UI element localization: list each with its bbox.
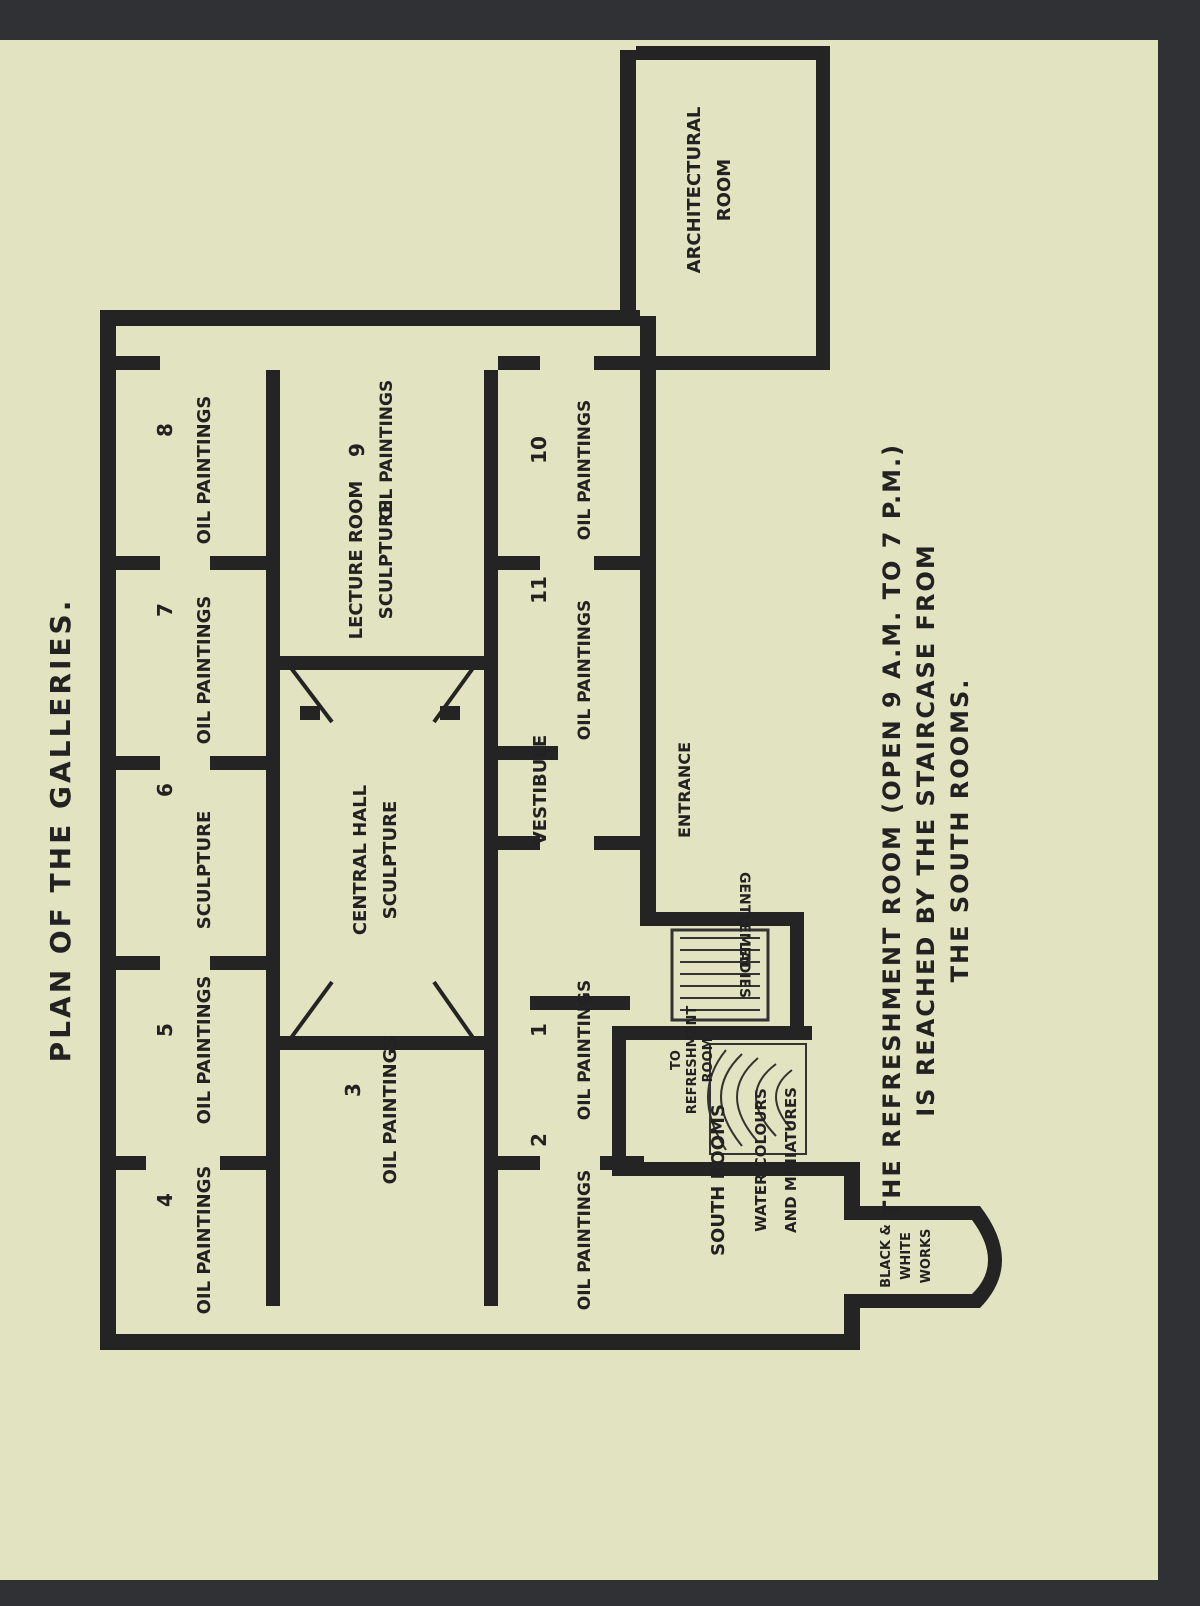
- room-2-label: OIL PAINTINGS: [575, 1170, 595, 1310]
- paper-sheet: [0, 40, 1158, 1580]
- pier: [594, 836, 640, 850]
- plan-labels: PLAN OF THE GALLERIES. OIL PAINTINGS OIL…: [44, 107, 974, 1315]
- pier: [498, 746, 558, 760]
- pier: [300, 706, 320, 720]
- lecture-room-sub: SCULPTURE: [376, 501, 397, 620]
- pier: [116, 956, 160, 970]
- wall-arch-west: [620, 50, 636, 320]
- wall-bw-north: [844, 1206, 968, 1220]
- pier: [498, 836, 540, 850]
- pier: [116, 556, 160, 570]
- room-6-label: SCULPTURE: [194, 811, 215, 930]
- wall-south: [100, 1334, 860, 1350]
- lecture-room-label: LECTURE ROOM: [346, 481, 367, 640]
- miniatures-label: AND MINIATURES: [782, 1087, 800, 1233]
- room-4-label: OIL PAINTINGS: [194, 1166, 215, 1315]
- floor-plan: [100, 46, 1002, 1350]
- wall-arch-east: [816, 46, 830, 356]
- wall-sw-b: [844, 1176, 860, 1206]
- pier: [220, 1156, 266, 1170]
- pier: [594, 356, 640, 370]
- pier: [530, 996, 630, 1010]
- to-refreshment-1: TO: [669, 1050, 684, 1070]
- ladies-label: LADIES: [736, 942, 752, 998]
- wall-hall-south: [280, 1036, 484, 1050]
- room-4-number: 4: [153, 1193, 177, 1207]
- room-6-number: 6: [153, 783, 177, 797]
- wall-sw-a: [844, 1308, 860, 1350]
- brace: [432, 662, 478, 724]
- room-7-number: 7: [153, 603, 177, 617]
- pier: [498, 556, 540, 570]
- room-5-number: 5: [153, 1023, 177, 1037]
- pier: [498, 1156, 540, 1170]
- room-5-label: OIL PAINTINGS: [194, 976, 215, 1125]
- wall-inner-east: [484, 370, 498, 1306]
- architectural-label-1: ARCHITECTURAL: [684, 107, 705, 274]
- wall-ladies-north: [640, 912, 804, 926]
- black-white-3: WORKS: [919, 1229, 934, 1284]
- wall-inner-west: [266, 370, 280, 1306]
- pier: [498, 356, 540, 370]
- pier: [210, 756, 266, 770]
- brace: [286, 662, 334, 724]
- room-8-label: OIL PAINTINGS: [194, 396, 215, 545]
- wall-hall-north: [280, 656, 484, 670]
- brace: [286, 980, 334, 1044]
- brace: [432, 980, 478, 1044]
- room-10-number: 10: [527, 436, 551, 464]
- wall-stair-north: [612, 1026, 812, 1040]
- ladies-label-b: GENTLEMEN: [736, 872, 752, 968]
- central-hall-sub: SCULPTURE: [380, 801, 401, 920]
- to-refreshment-3: ROOM: [701, 1037, 716, 1082]
- room-3-number: 3: [341, 1083, 365, 1097]
- vestibule-label: VESTIBULE: [530, 735, 551, 845]
- wall-stair-south: [612, 1162, 860, 1176]
- south-rooms-label: SOUTH ROOMS: [708, 1104, 729, 1256]
- wall-stair-west: [612, 1036, 626, 1176]
- room-7-label: OIL PAINTINGS: [194, 596, 215, 745]
- pier: [116, 756, 160, 770]
- room-11-number: 11: [527, 576, 551, 604]
- pier: [116, 1156, 146, 1170]
- room-1-number: 1: [527, 1023, 551, 1037]
- central-hall-label: CENTRAL HALL: [350, 785, 371, 935]
- pier: [210, 956, 266, 970]
- wall-bw-apse: [954, 1206, 1002, 1308]
- pier: [594, 556, 640, 570]
- pier: [116, 356, 160, 370]
- water-colours-label: WATER COLOURS: [752, 1088, 770, 1232]
- staircase-south: [707, 1043, 807, 1155]
- wall-arch-south: [636, 356, 830, 370]
- room-9-label: OIL PAINTINGS: [377, 380, 397, 520]
- room-3-label: OIL PAINTINGS: [380, 1036, 401, 1185]
- wall-west: [100, 310, 116, 1350]
- note-line-3: THE SOUTH ROOMS.: [946, 678, 974, 983]
- wall-north: [100, 310, 640, 326]
- wall-east: [640, 316, 656, 912]
- room-1-label: OIL PAINTINGS: [575, 980, 595, 1120]
- room-8-number: 8: [153, 423, 177, 437]
- note-line-2: IS REACHED BY THE STAIRCASE FROM: [912, 543, 940, 1116]
- room-10-label: OIL PAINTINGS: [575, 400, 595, 540]
- to-refreshment-2: REFRESHMENT: [685, 1006, 700, 1115]
- pier: [600, 1156, 644, 1170]
- room-11-label: OIL PAINTINGS: [575, 600, 595, 740]
- wall-bw-south: [844, 1294, 968, 1308]
- pier: [210, 556, 266, 570]
- plan-title: PLAN OF THE GALLERIES.: [44, 598, 77, 1063]
- entrance-label: ENTRANCE: [675, 742, 694, 838]
- room-2-number: 2: [527, 1133, 551, 1147]
- architectural-label-2: ROOM: [714, 159, 735, 221]
- black-white-2: WHITE: [899, 1232, 914, 1280]
- room-9-number: 9: [345, 443, 369, 457]
- wall-arch-north: [636, 46, 830, 60]
- staircase-entrance: [670, 928, 770, 1022]
- note-line-1: THE REFRESHMENT ROOM (OPEN 9 A.M. TO 7 P…: [878, 443, 906, 1217]
- black-white-1: BLACK &: [879, 1224, 894, 1288]
- wall-entrance-east: [790, 926, 804, 1026]
